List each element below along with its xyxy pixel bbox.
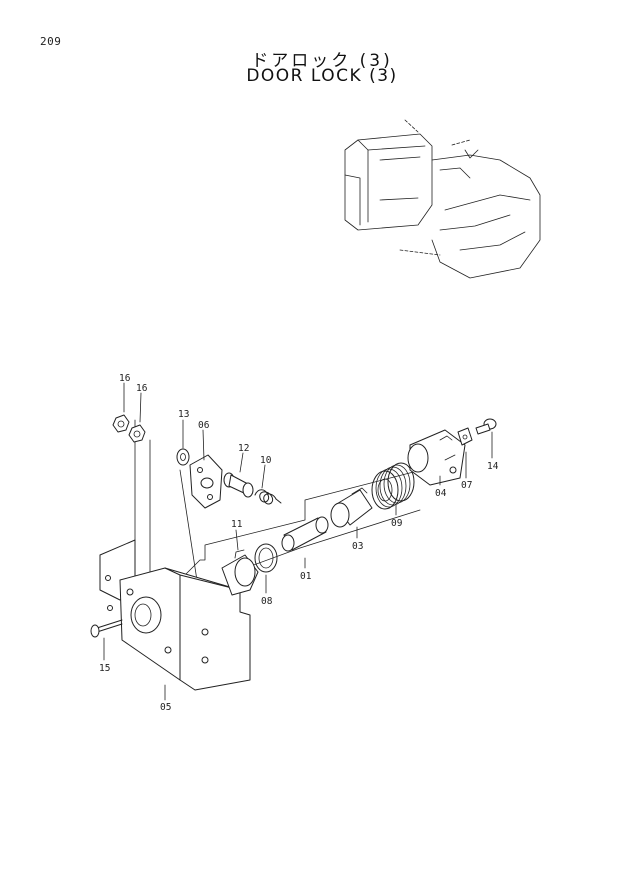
part-09-coil-spring bbox=[371, 462, 415, 510]
callout-12: 12 bbox=[238, 443, 249, 454]
machine-overview-illustration bbox=[344, 119, 541, 279]
callout-10: 10 bbox=[260, 455, 272, 466]
title-english: DOOR LOCK (3) bbox=[246, 66, 398, 86]
part-16-nuts bbox=[112, 414, 146, 443]
part-03-housing bbox=[330, 487, 373, 528]
callout-09: 09 bbox=[391, 518, 403, 529]
callout-06: 06 bbox=[198, 420, 210, 431]
callout-03: 03 bbox=[352, 541, 363, 552]
part-10-spring bbox=[254, 489, 282, 505]
callout-16-b: 16 bbox=[136, 383, 148, 394]
part-04-cover bbox=[407, 429, 466, 486]
part-11-lock-body bbox=[221, 549, 259, 596]
callout-16-a: 16 bbox=[119, 373, 131, 384]
part-07-washer bbox=[457, 427, 473, 446]
callout-15: 15 bbox=[99, 663, 110, 674]
part-12-pin bbox=[223, 472, 254, 498]
callout-05: 05 bbox=[160, 702, 171, 713]
title-japanese: ドアロック (3) bbox=[251, 51, 393, 71]
callout-01: 01 bbox=[300, 571, 312, 582]
part-01-cylinder bbox=[281, 516, 329, 552]
callout-11: 11 bbox=[231, 519, 243, 530]
page-number: 209 bbox=[40, 35, 62, 48]
callout-14: 14 bbox=[487, 461, 499, 472]
part-05-bracket bbox=[99, 539, 251, 691]
part-08-o-ring bbox=[254, 543, 278, 573]
part-14-bolt bbox=[475, 418, 497, 435]
part-13-washer bbox=[176, 448, 190, 466]
part-15-bolt bbox=[90, 619, 123, 638]
callout-04: 04 bbox=[435, 488, 447, 499]
part-06-striker-plate bbox=[189, 454, 223, 509]
callout-13: 13 bbox=[178, 409, 189, 420]
callout-07: 07 bbox=[461, 480, 472, 491]
callout-08: 08 bbox=[261, 596, 273, 607]
